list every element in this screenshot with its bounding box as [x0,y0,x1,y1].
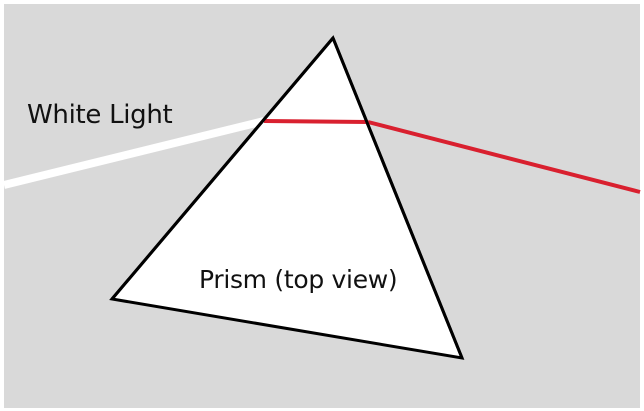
exit-red-beam [367,120,641,194]
white-light-beam [3,117,265,189]
prism-triangle [109,35,465,360]
prism-left-edge-overlay [110,37,335,300]
refracted-red-beam-inside [263,119,369,124]
white-light-label: White Light [27,100,173,130]
prism-right-edge-overlay [331,37,464,359]
prism-label: Prism (top view) [199,265,398,294]
